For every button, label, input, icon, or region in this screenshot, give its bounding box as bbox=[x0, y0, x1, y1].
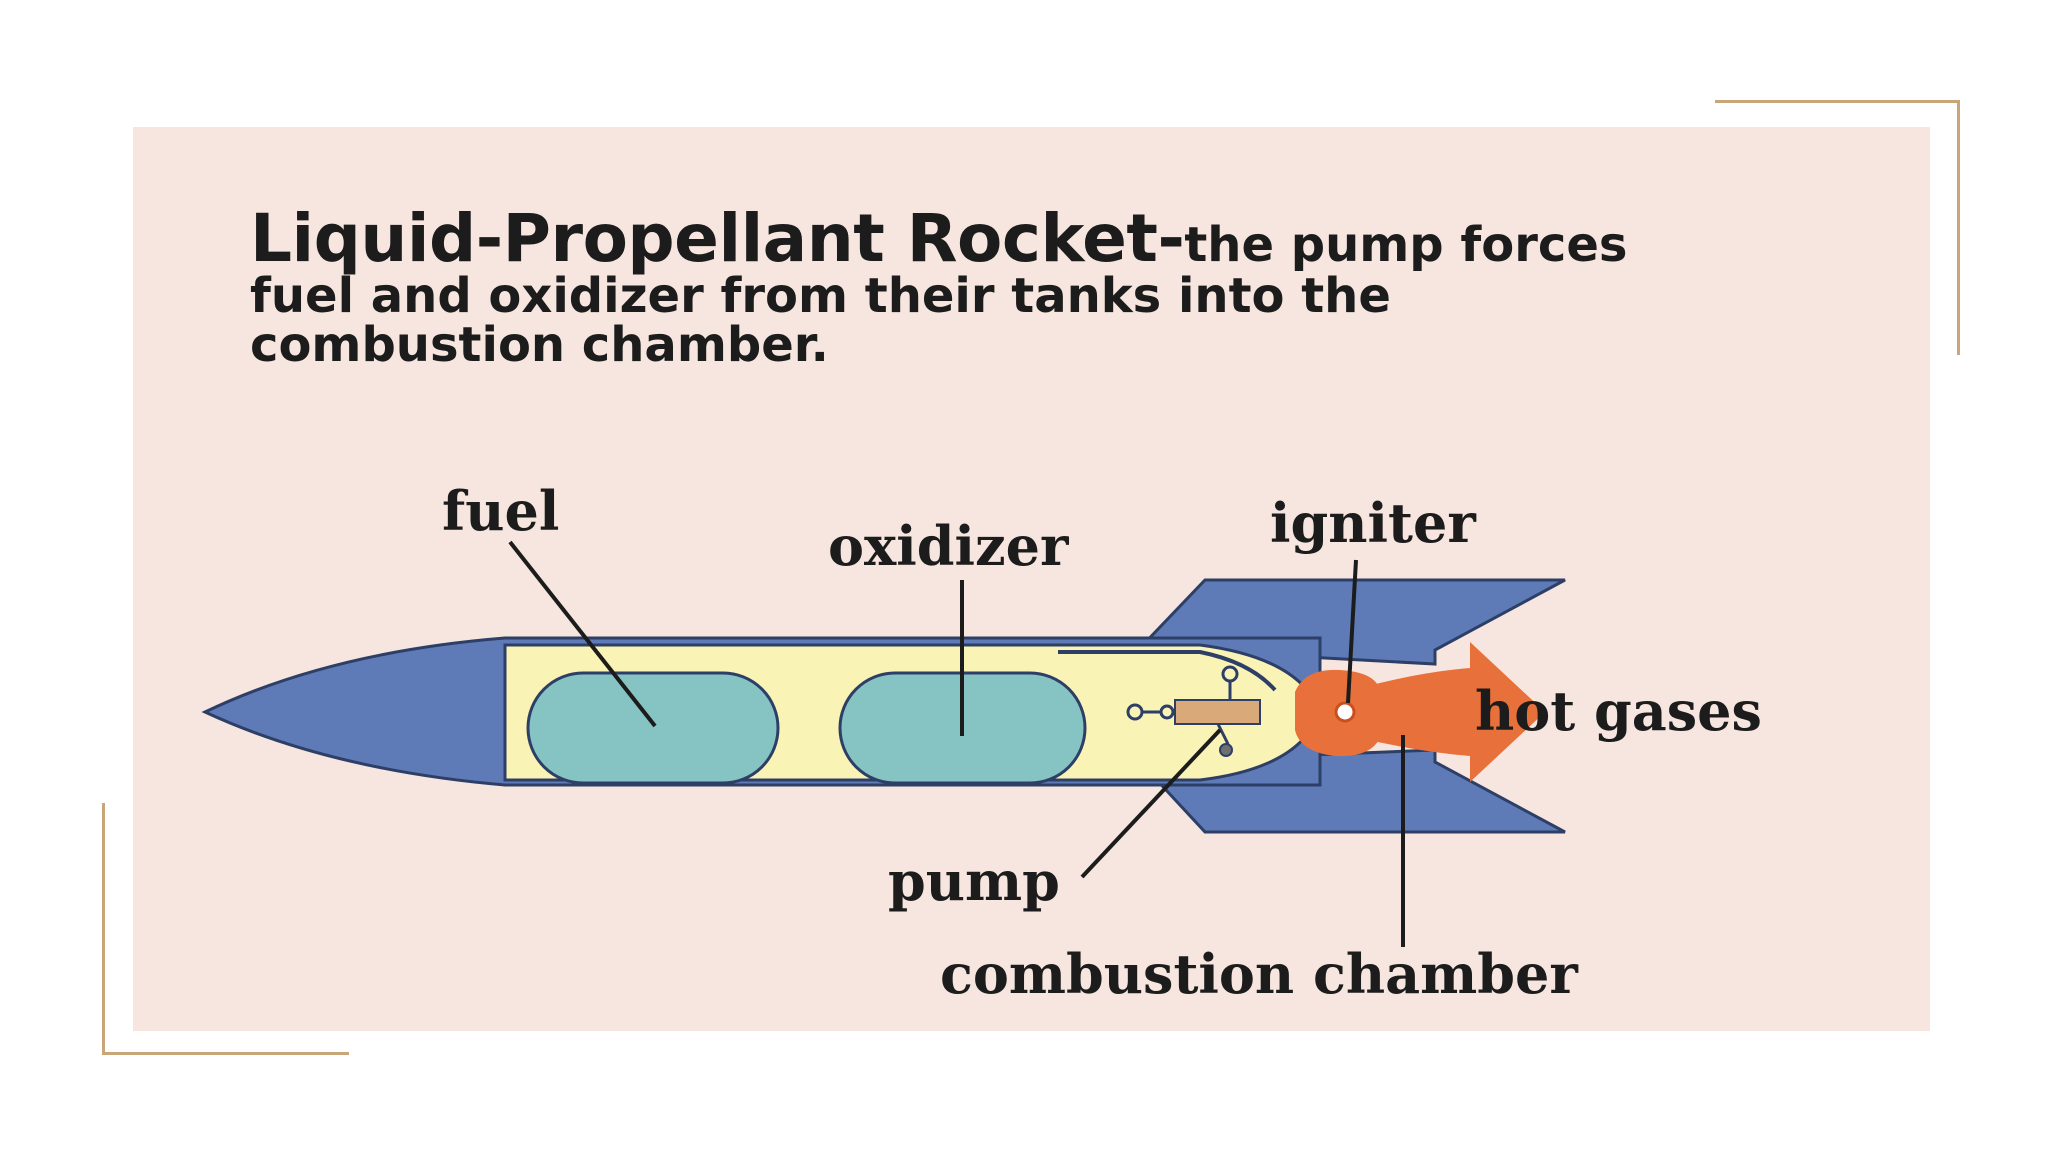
diagram-caption: Liquid-Propellant Rocket-the pump forces… bbox=[250, 205, 1630, 370]
igniter-leader-line bbox=[1346, 559, 1358, 704]
label-pump: pump bbox=[888, 849, 1060, 913]
label-hot-gases: hot gases bbox=[1475, 679, 1762, 743]
feed-line bbox=[1058, 650, 1277, 692]
label-fuel: fuel bbox=[442, 479, 559, 543]
caption-title: Liquid-Propellant Rocket- bbox=[250, 200, 1185, 277]
corner-accent-top-right bbox=[1715, 100, 1960, 103]
hot-gases-arrow bbox=[1360, 642, 1545, 782]
corner-accent-top-right-vertical bbox=[1957, 100, 1960, 355]
pump-leader-line bbox=[1080, 728, 1222, 879]
corner-accent-bottom-left bbox=[102, 803, 105, 1055]
label-combustion-chamber: combustion chamber bbox=[940, 942, 1578, 1006]
label-igniter: igniter bbox=[1270, 491, 1476, 555]
fuel-tank bbox=[526, 671, 780, 785]
label-oxidizer: oxidizer bbox=[828, 514, 1069, 578]
diagram-panel bbox=[133, 127, 1930, 1031]
corner-accent-bottom-left-horizontal bbox=[102, 1052, 349, 1055]
fuel-leader-line bbox=[508, 540, 657, 728]
igniter-point bbox=[1334, 701, 1356, 723]
caption-body: the pump forces fuel and oxidizer from t… bbox=[250, 217, 1628, 374]
pump-assembly bbox=[1126, 665, 1261, 757]
